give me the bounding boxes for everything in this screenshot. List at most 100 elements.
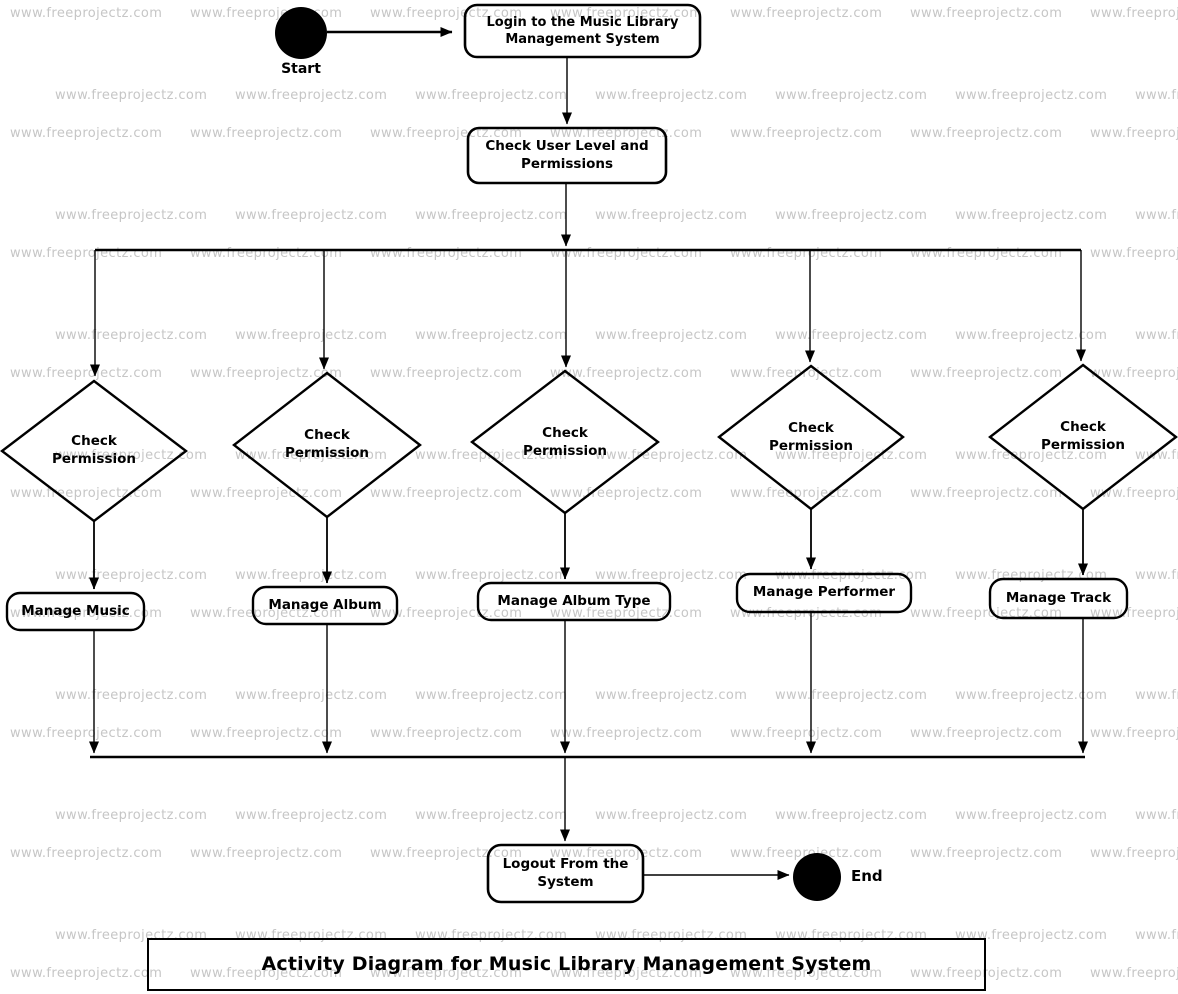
watermark-text: www.freeprojectz.com: [190, 486, 343, 501]
decision-3-diamond: [470, 369, 660, 515]
watermark-text: www.freeprojectz.com: [235, 688, 388, 703]
watermark-text: www.freeprojectz.com: [910, 486, 1063, 501]
watermark-text: www.freeprojectz.com: [235, 568, 388, 583]
watermark-text: www.freeprojectz.com: [550, 726, 703, 741]
watermark-text: www.freeprojectz.com: [595, 688, 748, 703]
activity-logout-box: [486, 843, 645, 904]
start-label: Start: [281, 61, 321, 78]
diagram-title: Activity Diagram for Music Library Manag…: [261, 952, 872, 975]
watermark-text: www.freeprojectz.com: [1135, 568, 1178, 583]
watermark-text: www.freeprojectz.com: [415, 208, 568, 223]
watermark-text: www.freeprojectz.com: [955, 688, 1108, 703]
watermark-text: www.freeprojectz.com: [595, 568, 748, 583]
watermark-text: www.freeprojectz.com: [235, 208, 388, 223]
activity-manage-album-box: [251, 585, 399, 626]
watermark-text: www.freeprojectz.com: [1135, 808, 1178, 823]
decision-1-label: Check Permission: [52, 433, 136, 467]
watermark-text: www.freeprojectz.com: [955, 88, 1108, 103]
end-label: End: [851, 867, 883, 886]
connector-lines: [89, 27, 1088, 880]
watermark-text: www.freeprojectz.com: [190, 126, 343, 141]
watermark-text: www.freeprojectz.com: [775, 208, 928, 223]
watermark-text: www.freeprojectz.com: [550, 6, 703, 21]
activity-check-user-level-box: [466, 126, 668, 185]
watermark-text: www.freeprojectz.com: [370, 486, 523, 501]
watermark-text: www.freeprojectz.com: [415, 328, 568, 343]
watermark-text: www.freeprojectz.com: [55, 448, 208, 463]
watermark-text: www.freeprojectz.com: [55, 208, 208, 223]
watermark-text: www.freeprojectz.com: [190, 726, 343, 741]
activity-manage-album-type-box: [476, 581, 672, 622]
activity-manage-performer-box: [735, 572, 913, 614]
watermark-text: www.freeprojectz.com: [955, 928, 1108, 943]
manage-music-label: Manage Music: [21, 602, 130, 619]
watermark-text: www.freeprojectz.com: [370, 966, 523, 981]
watermark-text: www.freeprojectz.com: [1090, 246, 1178, 261]
watermark-text: www.freeprojectz.com: [1135, 328, 1178, 343]
watermark-text: www.freeprojectz.com: [730, 726, 883, 741]
decision-4-label: Check Permission: [769, 420, 853, 454]
watermark-text: www.freeprojectz.com: [595, 808, 748, 823]
check-user-level-label: Check User Level and Permissions: [485, 137, 649, 172]
watermark-text: www.freeprojectz.com: [1090, 966, 1178, 981]
watermark-text: www.freeprojectz.com: [1135, 208, 1178, 223]
watermark-text: www.freeprojectz.com: [910, 366, 1063, 381]
watermark-text: www.freeprojectz.com: [235, 808, 388, 823]
decision-5-label: Check Permission: [1041, 419, 1125, 453]
decision-5-diamond: [988, 363, 1178, 511]
watermark-text: www.freeprojectz.com: [190, 366, 343, 381]
watermark-text: www.freeprojectz.com: [415, 808, 568, 823]
manage-album-type-label: Manage Album Type: [497, 592, 651, 609]
watermark-text: www.freeprojectz.com: [910, 846, 1063, 861]
watermark-text: www.freeprojectz.com: [730, 486, 883, 501]
watermark-text: www.freeprojectz.com: [1135, 88, 1178, 103]
watermark-text: www.freeprojectz.com: [910, 126, 1063, 141]
watermark-text: www.freeprojectz.com: [55, 88, 208, 103]
watermark-text: www.freeprojectz.com: [235, 328, 388, 343]
watermark-text: www.freeprojectz.com: [730, 966, 883, 981]
watermark-text: www.freeprojectz.com: [550, 366, 703, 381]
watermark-text: www.freeprojectz.com: [55, 688, 208, 703]
activity-manage-track-box: [988, 577, 1129, 620]
watermark-text: www.freeprojectz.com: [595, 448, 748, 463]
decision-3-label: Check Permission: [523, 425, 607, 459]
watermark-text: www.freeprojectz.com: [550, 126, 703, 141]
watermark-text: www.freeprojectz.com: [10, 366, 163, 381]
watermark-text: www.freeprojectz.com: [955, 328, 1108, 343]
watermark-text: www.freeprojectz.com: [415, 688, 568, 703]
watermark-text: www.freeprojectz.com: [775, 448, 928, 463]
manage-album-label: Manage Album: [268, 596, 382, 613]
watermark-text: www.freeprojectz.com: [10, 726, 163, 741]
logout-activity-label: Logout From the System: [502, 855, 629, 890]
watermark-text: www.freeprojectz.com: [1090, 726, 1178, 741]
activity-manage-music-box: [5, 591, 146, 632]
watermark-text: www.freeprojectz.com: [1090, 6, 1178, 21]
watermark-text: www.freeprojectz.com: [955, 448, 1108, 463]
watermark-text: www.freeprojectz.com: [775, 688, 928, 703]
watermark-text: www.freeprojectz.com: [190, 966, 343, 981]
watermark-text: www.freeprojectz.com: [235, 88, 388, 103]
watermark-text: www.freeprojectz.com: [370, 366, 523, 381]
watermark-text: www.freeprojectz.com: [775, 568, 928, 583]
watermark-text: www.freeprojectz.com: [370, 846, 523, 861]
end-node: [793, 853, 841, 901]
watermark-text: www.freeprojectz.com: [415, 568, 568, 583]
watermark-text: www.freeprojectz.com: [730, 6, 883, 21]
decision-2-diamond: [232, 371, 422, 519]
watermark-text: www.freeprojectz.com: [55, 808, 208, 823]
watermark-text: www.freeprojectz.com: [730, 126, 883, 141]
watermark-text: www.freeprojectz.com: [1090, 126, 1178, 141]
watermark-text: www.freeprojectz.com: [235, 448, 388, 463]
watermark-text: www.freeprojectz.com: [910, 6, 1063, 21]
watermark-text: www.freeprojectz.com: [775, 328, 928, 343]
watermark-text: www.freeprojectz.com: [550, 966, 703, 981]
decision-2-label: Check Permission: [285, 427, 369, 461]
watermark-text: www.freeprojectz.com: [595, 208, 748, 223]
decision-4-diamond: [717, 364, 905, 511]
watermark-text: www.freeprojectz.com: [550, 846, 703, 861]
watermark-text: www.freeprojectz.com: [955, 808, 1108, 823]
watermark-text: www.freeprojectz.com: [1090, 486, 1178, 501]
